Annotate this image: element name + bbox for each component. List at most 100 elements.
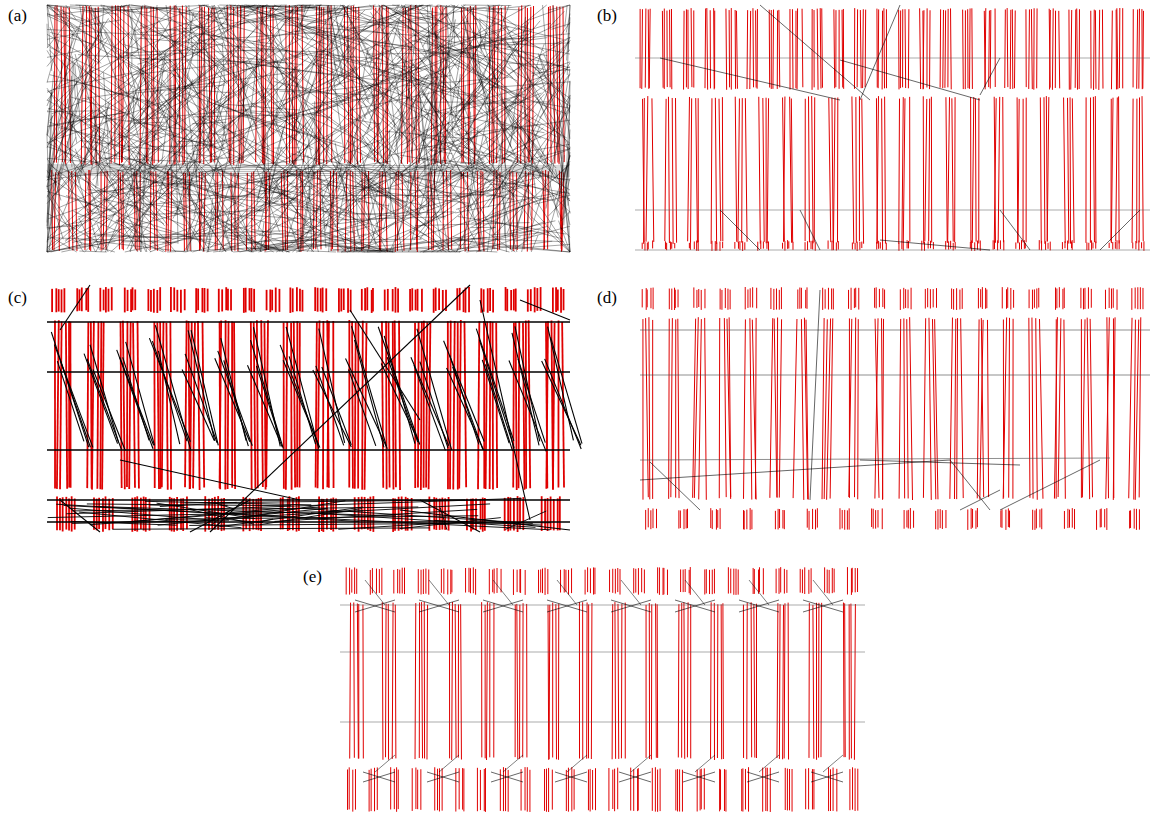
graph-edge [954,97,955,242]
graph-edge [716,242,717,250]
graph-edge [361,289,363,310]
graph-edge [118,129,164,138]
graph-edge [103,171,105,249]
graph-edge [173,5,261,72]
graph-edge [202,22,301,122]
graph-edge [70,76,71,146]
graph-edge [955,242,956,249]
graph-edge [327,184,332,207]
graph-edge [99,288,101,312]
graph-edge [150,146,177,147]
graph-edge [905,9,907,88]
graph-edge [175,84,178,244]
graph-edge [78,64,164,146]
graph-edge [285,10,365,89]
graph-edge [513,289,515,310]
graph-edge [329,5,345,29]
graph-edge [129,5,249,16]
graph-edge [461,28,570,71]
graph-edge [498,63,570,198]
graph-edge [455,192,559,213]
graph-edge [256,7,257,162]
graph-edge [465,288,467,313]
graph-edge [881,98,883,241]
graph-edge [150,290,152,312]
graph-edge [116,90,162,148]
graph-edge [698,98,699,242]
graph-edge [969,8,971,88]
graph-edge [555,287,557,312]
graph-edge [246,241,394,249]
graph-edge [719,99,721,241]
graph-edge [60,322,62,490]
graph-edge [1133,9,1134,87]
graph-edge [410,79,438,101]
graph-edge [1136,9,1138,88]
graph-edge [464,86,465,109]
graph-edge [496,152,537,209]
graph-edge [424,157,428,215]
graph-edge [286,195,365,252]
graph-edge [201,58,227,84]
graph-edge [484,219,562,239]
graph-edge [341,251,393,252]
graph-edge [1122,8,1123,88]
graph-edge [567,5,570,75]
graph-edge [236,5,242,79]
graph-edge [138,162,245,207]
graph-edge [755,10,757,87]
graph-edge [741,98,743,243]
graph-edge [643,98,645,244]
graph-edge [87,288,89,312]
graph-edge [731,8,732,90]
graph-edge [898,99,900,244]
graph-edge [257,131,270,149]
graph-edge [330,34,482,60]
graph-edge [254,322,256,488]
graph-edge [147,289,149,311]
graph-edge [882,11,883,90]
graph-edge [965,10,966,89]
graph-edge [296,287,298,311]
graph-edge [812,96,813,243]
graph-edge [354,5,500,28]
graph-edge [396,130,427,241]
graph-edge [185,188,226,252]
graph-edge [1015,242,1016,248]
graph-edge [70,5,86,7]
graph-edge [1135,241,1136,249]
graph-edge [974,242,975,251]
graph-edge [413,52,443,176]
graph-edge [254,82,280,137]
graph-edge [860,5,900,100]
graph-edge [919,8,921,89]
graph-edge [1090,98,1091,243]
graph-edge [1045,241,1046,250]
graph-edge [884,97,886,244]
graph-edge [138,67,165,122]
graph-edge [252,219,280,252]
graph-edge [372,116,421,158]
graph-edge [669,10,671,88]
graph-edge [1064,241,1065,248]
graph-edge [262,5,310,99]
graph-edge [645,9,647,88]
graph-edge [426,36,528,39]
graph-edge [230,289,232,310]
graph-edge [940,9,941,87]
graph-edge [47,13,81,29]
graph-edge [517,37,536,52]
graph-edge [683,11,685,90]
graph-edge [417,289,419,311]
graph-edge [145,76,222,165]
graph-edge [1036,8,1037,88]
graph-edge [944,10,946,87]
graph-edge [51,237,77,252]
graph-edge [971,240,972,250]
graph-edge [952,98,953,241]
graph-edge [275,288,277,313]
graph-edge [298,24,345,85]
graph-edge [1102,10,1104,89]
graph-edge [1028,9,1030,89]
graph-edge [451,5,531,30]
